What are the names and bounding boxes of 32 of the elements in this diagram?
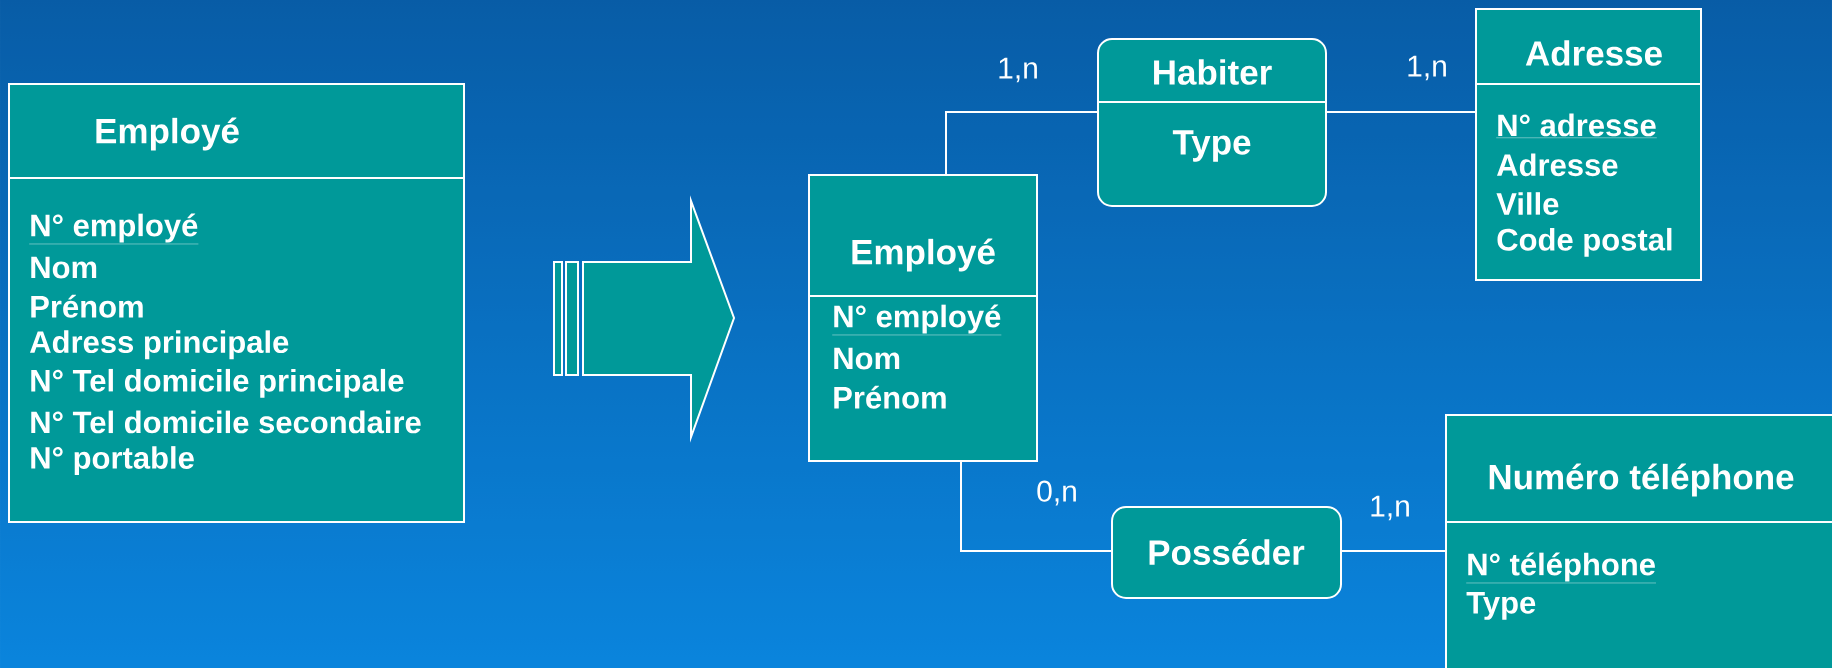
attribute: Adresse bbox=[1497, 153, 1618, 177]
connector-line bbox=[945, 111, 1098, 175]
attribute: Nom bbox=[834, 347, 900, 370]
entity-name: Numéro téléphone bbox=[1489, 463, 1794, 497]
attribute: Nom bbox=[31, 256, 97, 279]
entity-name: Employé bbox=[96, 117, 239, 151]
connector-line bbox=[1341, 550, 1446, 552]
block-arrow bbox=[553, 195, 736, 443]
attribute: Prénom bbox=[834, 385, 946, 409]
relationship-name: Habiter bbox=[1154, 59, 1272, 85]
attribute: Prénom bbox=[31, 294, 143, 318]
cardinality-label: 0,n bbox=[1037, 480, 1076, 506]
cardinality-label: 1,n bbox=[999, 57, 1037, 83]
cardinality-label: 1,n bbox=[1408, 55, 1446, 81]
attribute: Ville bbox=[1496, 192, 1559, 215]
attribute: Code postal bbox=[1497, 227, 1672, 257]
connector-line bbox=[1326, 111, 1476, 113]
connector-line bbox=[960, 461, 1112, 552]
attribute: N° Tel domicile secondaire bbox=[31, 410, 421, 434]
attribute: Type bbox=[1172, 130, 1251, 162]
attribute: Type bbox=[1466, 592, 1536, 620]
key-attribute: N° téléphone bbox=[1466, 552, 1657, 584]
attribute: Adress principale bbox=[30, 330, 289, 360]
relationship-name: Posséder bbox=[1149, 538, 1305, 565]
key-attribute: N° employé bbox=[29, 213, 199, 245]
attribute: N° portable bbox=[31, 446, 194, 476]
entity-name: Employé bbox=[852, 238, 995, 272]
key-attribute: N° adresse bbox=[1496, 113, 1657, 138]
key-attribute: N° employé bbox=[832, 304, 1002, 336]
attribute: N° Tel domicile principale bbox=[31, 368, 404, 398]
entity-name: Adresse bbox=[1525, 40, 1662, 66]
cardinality-label: 1,n bbox=[1371, 495, 1409, 521]
